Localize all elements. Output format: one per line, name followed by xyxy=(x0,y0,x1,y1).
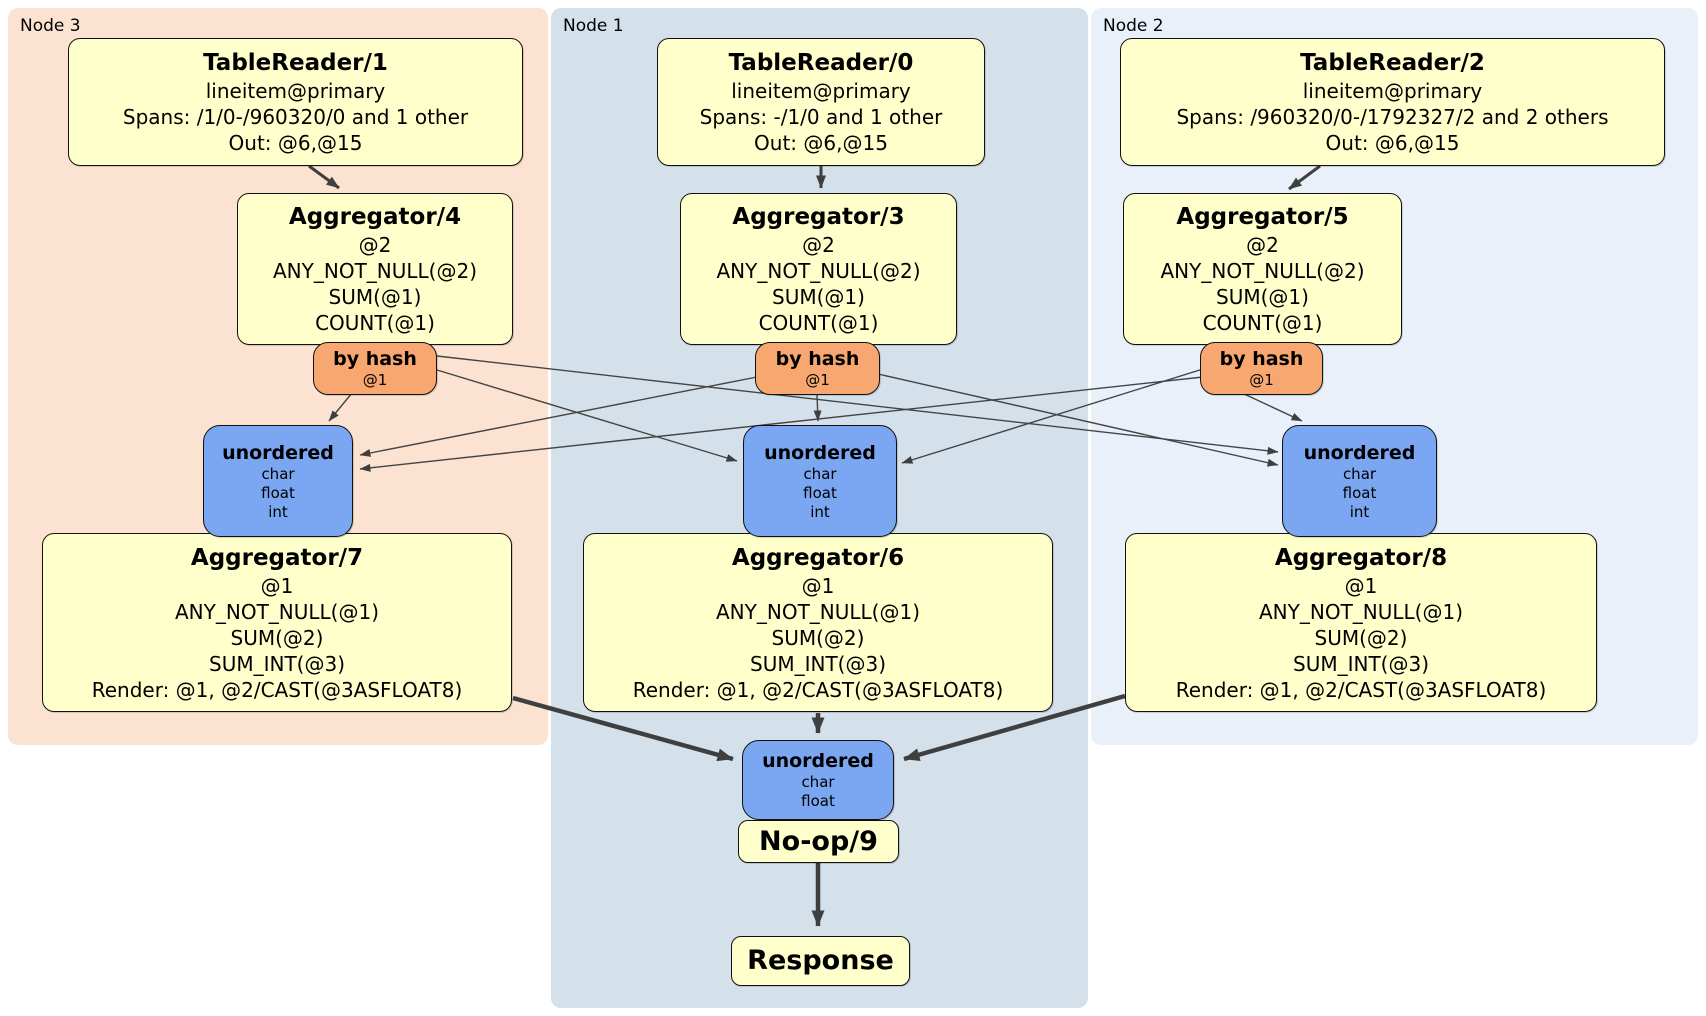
processor-aggregator-7: Aggregator/7 @1 ANY_NOT_NULL(@1) SUM(@2)… xyxy=(42,533,512,712)
router-by-hash-node2: by hash @1 xyxy=(1200,342,1323,395)
sync-unordered-node3: unordered char float int xyxy=(203,425,353,537)
processor-title: TableReader/1 xyxy=(203,50,388,76)
processor-aggregator-4: Aggregator/4 @2 ANY_NOT_NULL(@2) SUM(@1)… xyxy=(237,193,513,345)
processor-noop-9: No-op/9 xyxy=(738,820,899,863)
node2-label: Node 2 xyxy=(1103,16,1164,36)
router-by-hash-node3: by hash @1 xyxy=(313,342,437,395)
sync-unordered-node2: unordered char float int xyxy=(1282,425,1437,537)
processor-title: Aggregator/3 xyxy=(732,204,905,230)
node3-label: Node 3 xyxy=(20,16,81,36)
node1-label: Node 1 xyxy=(563,16,624,36)
processor-aggregator-8: Aggregator/8 @1 ANY_NOT_NULL(@1) SUM(@2)… xyxy=(1125,533,1597,712)
sync-unordered-node1: unordered char float int xyxy=(743,425,897,537)
processor-aggregator-5: Aggregator/5 @2 ANY_NOT_NULL(@2) SUM(@1)… xyxy=(1123,193,1402,345)
processor-title: Aggregator/5 xyxy=(1176,204,1349,230)
router-by-hash-node1: by hash @1 xyxy=(755,342,880,395)
processor-tablereader-1: TableReader/1 lineitem@primary Spans: /1… xyxy=(68,38,523,166)
processor-tablereader-0: TableReader/0 lineitem@primary Spans: -/… xyxy=(657,38,985,166)
sync-unordered-final: unordered char float xyxy=(742,740,894,820)
processor-aggregator-6: Aggregator/6 @1 ANY_NOT_NULL(@1) SUM(@2)… xyxy=(583,533,1053,712)
processor-title: TableReader/0 xyxy=(728,50,914,76)
processor-aggregator-3: Aggregator/3 @2 ANY_NOT_NULL(@2) SUM(@1)… xyxy=(680,193,957,345)
processor-title: Aggregator/4 xyxy=(288,204,462,230)
processor-tablereader-2: TableReader/2 lineitem@primary Spans: /9… xyxy=(1120,38,1665,166)
processor-title: Aggregator/8 xyxy=(1274,544,1448,571)
processor-title: TableReader/2 xyxy=(1300,50,1485,76)
processor-title: Aggregator/6 xyxy=(731,544,905,571)
processor-title: Aggregator/7 xyxy=(190,544,364,571)
processor-response: Response xyxy=(731,936,910,986)
